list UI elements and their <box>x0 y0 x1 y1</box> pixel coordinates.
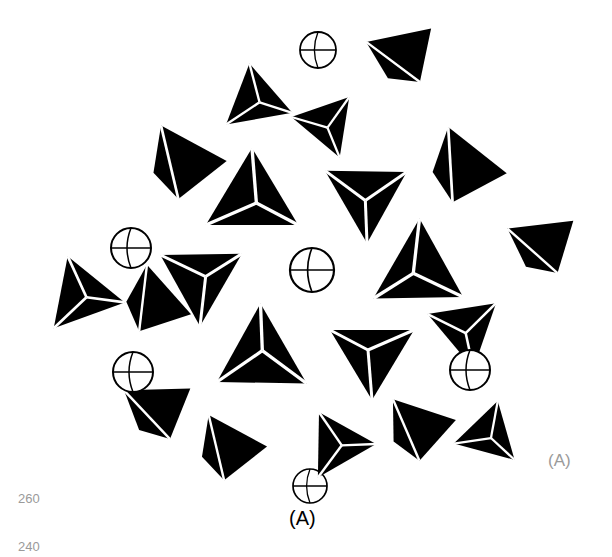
background-text: 240 <box>18 540 40 553</box>
inner-tetrahedra <box>139 136 486 422</box>
background-text: 260 <box>18 492 40 505</box>
panel-label: (A) <box>289 508 316 528</box>
cation-sphere <box>290 248 334 292</box>
outer-tetrahedra <box>32 19 585 490</box>
cation-sphere <box>300 32 336 68</box>
cation-sphere <box>113 352 153 392</box>
cation-sphere <box>450 350 490 390</box>
cation-sphere <box>111 228 151 268</box>
background-text: (A) <box>548 452 571 469</box>
